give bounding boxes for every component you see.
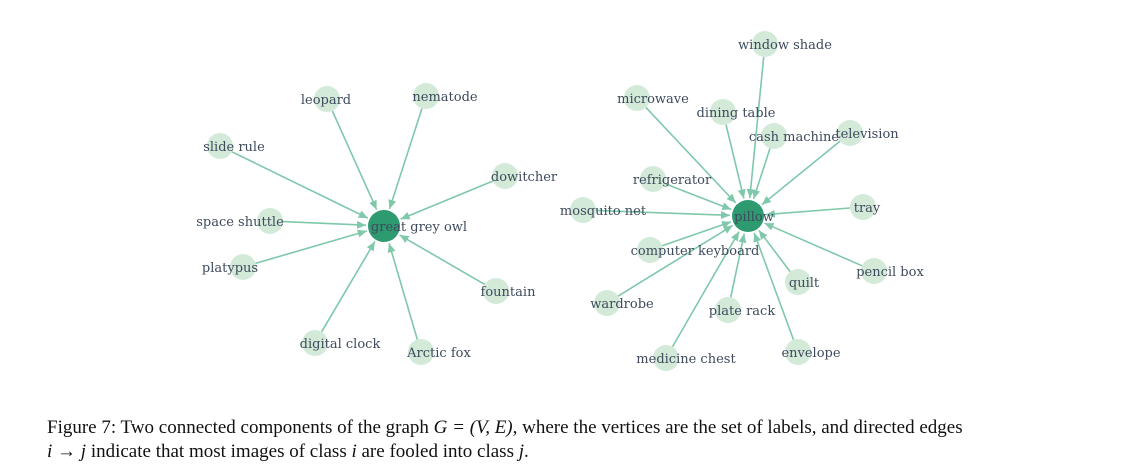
node-label-dining-table: dining table bbox=[697, 106, 776, 121]
nodes-layer bbox=[207, 31, 887, 371]
node-label-leopard: leopard bbox=[301, 93, 351, 108]
edge-platypus-to-great-grey-owl bbox=[255, 229, 367, 265]
node-dowitcher bbox=[492, 163, 518, 189]
edge-leopard-to-great-grey-owl bbox=[331, 110, 378, 210]
node-label-fountain: fountain bbox=[481, 285, 537, 300]
edge-slide-rule-to-great-grey-owl bbox=[231, 150, 369, 219]
edge-plate-rack-to-pillow bbox=[729, 233, 747, 298]
hub-node-great-grey-owl bbox=[368, 210, 400, 242]
edge-medicine-chest-to-pillow bbox=[671, 231, 740, 348]
node-label-tray: tray bbox=[854, 201, 881, 216]
node-label-window-shade: window shade bbox=[738, 38, 832, 53]
node-medicine-chest bbox=[653, 345, 679, 371]
edge-wardrobe-to-pillow bbox=[617, 224, 734, 297]
node-label-digital-clock: digital clock bbox=[300, 337, 381, 352]
node-label-pencil-box: pencil box bbox=[856, 265, 924, 280]
node-label-medicine-chest: medicine chest bbox=[636, 352, 736, 367]
edge-nematode-to-great-grey-owl bbox=[388, 108, 423, 210]
node-label-wardrobe: wardrobe bbox=[590, 297, 654, 312]
caption-middle2: indicate that most images of class bbox=[86, 441, 347, 462]
node-label-cash-machine: cash machine bbox=[749, 130, 839, 145]
node-platypus bbox=[230, 254, 256, 280]
edge-arctic-fox-to-great-grey-owl bbox=[387, 243, 419, 340]
edges-layer bbox=[231, 56, 863, 348]
edge-envelope-to-pillow bbox=[753, 232, 795, 341]
node-fountain bbox=[483, 278, 509, 304]
caption-middle: , where the vertices are the set of labe… bbox=[512, 417, 963, 438]
node-pencil-box bbox=[861, 258, 887, 284]
caption-math-graph: G = (V, E) bbox=[433, 417, 513, 438]
caption-suffix: . bbox=[524, 441, 529, 462]
node-slide-rule bbox=[207, 133, 233, 159]
node-microwave bbox=[624, 85, 650, 111]
caption-prefix: Figure 7: Two connected components of th… bbox=[47, 417, 429, 438]
node-cash-machine bbox=[761, 123, 787, 149]
node-label-slide-rule: slide rule bbox=[203, 140, 265, 155]
caption-math-j: j bbox=[518, 441, 525, 462]
node-tray bbox=[850, 194, 876, 220]
node-space-shuttle bbox=[257, 208, 283, 234]
edge-cash-machine-to-pillow bbox=[752, 148, 771, 200]
edge-television-to-pillow bbox=[761, 140, 841, 206]
edge-computer-keyboard-to-pillow bbox=[662, 221, 732, 247]
edge-fountain-to-great-grey-owl bbox=[399, 234, 486, 286]
node-label-television: television bbox=[835, 127, 899, 142]
node-label-space-shuttle: space shuttle bbox=[196, 215, 284, 230]
node-label-mosquito-net: mosquito net bbox=[560, 204, 647, 219]
node-label-platypus: platypus bbox=[202, 261, 258, 276]
node-label-arctic-fox: Arctic fox bbox=[406, 346, 471, 361]
node-label-dowitcher: dowitcher bbox=[491, 170, 558, 185]
node-quilt bbox=[785, 269, 811, 295]
hub-label-great-grey-owl: great grey owl bbox=[371, 220, 467, 235]
node-window-shade bbox=[752, 31, 778, 57]
hub-label-pillow: pillow bbox=[734, 210, 774, 225]
graph-canvas: leopard nematode slide rule dowitcher space … bbox=[196, 31, 924, 371]
node-label-microwave: microwave bbox=[617, 92, 689, 107]
hub-node-pillow bbox=[732, 200, 764, 232]
edge-quilt-to-pillow bbox=[758, 229, 791, 273]
edge-mosquito-net-to-pillow bbox=[595, 209, 731, 220]
node-mosquito-net bbox=[570, 197, 596, 223]
node-label-plate-rack: plate rack bbox=[709, 304, 776, 319]
node-leopard bbox=[314, 86, 340, 112]
edge-dining-table-to-pillow bbox=[725, 124, 746, 199]
caption-middle3: are fooled into class bbox=[356, 441, 514, 462]
node-envelope bbox=[785, 339, 811, 365]
node-label-computer-keyboard: computer keyboard bbox=[631, 244, 760, 259]
node-label-nematode: nematode bbox=[412, 90, 478, 105]
node-label-refrigerator: refrigerator bbox=[633, 173, 712, 188]
edge-window-shade-to-pillow bbox=[746, 56, 765, 199]
node-digital-clock bbox=[302, 330, 328, 356]
node-plate-rack bbox=[715, 297, 741, 323]
edge-digital-clock-to-great-grey-owl bbox=[320, 241, 376, 333]
node-label-quilt: quilt bbox=[789, 276, 820, 291]
labels-layer: leopard nematode slide rule dowitcher space … bbox=[196, 38, 924, 367]
edge-refrigerator-to-pillow bbox=[664, 182, 732, 211]
node-nematode bbox=[413, 83, 439, 109]
node-label-envelope: envelope bbox=[781, 346, 840, 361]
edge-pencil-box-to-pillow bbox=[764, 222, 863, 267]
node-wardrobe bbox=[594, 290, 620, 316]
graph-figure: leopard nematode slide rule dowitcher space … bbox=[196, 31, 924, 371]
node-refrigerator bbox=[640, 166, 666, 192]
edge-tray-to-pillow bbox=[765, 207, 851, 218]
node-television bbox=[837, 120, 863, 146]
edge-space-shuttle-to-great-grey-owl bbox=[282, 220, 367, 229]
node-computer-keyboard bbox=[637, 237, 663, 263]
edge-dowitcher-to-great-grey-owl bbox=[400, 180, 494, 220]
caption-math-i: i bbox=[351, 441, 357, 462]
caption-math-edge: i → j bbox=[47, 441, 87, 462]
node-arctic-fox bbox=[408, 339, 434, 365]
figure-caption: Figure 7: Two connected components of th… bbox=[47, 416, 1097, 464]
node-dining-table bbox=[710, 99, 736, 125]
edge-microwave-to-pillow bbox=[645, 106, 737, 204]
